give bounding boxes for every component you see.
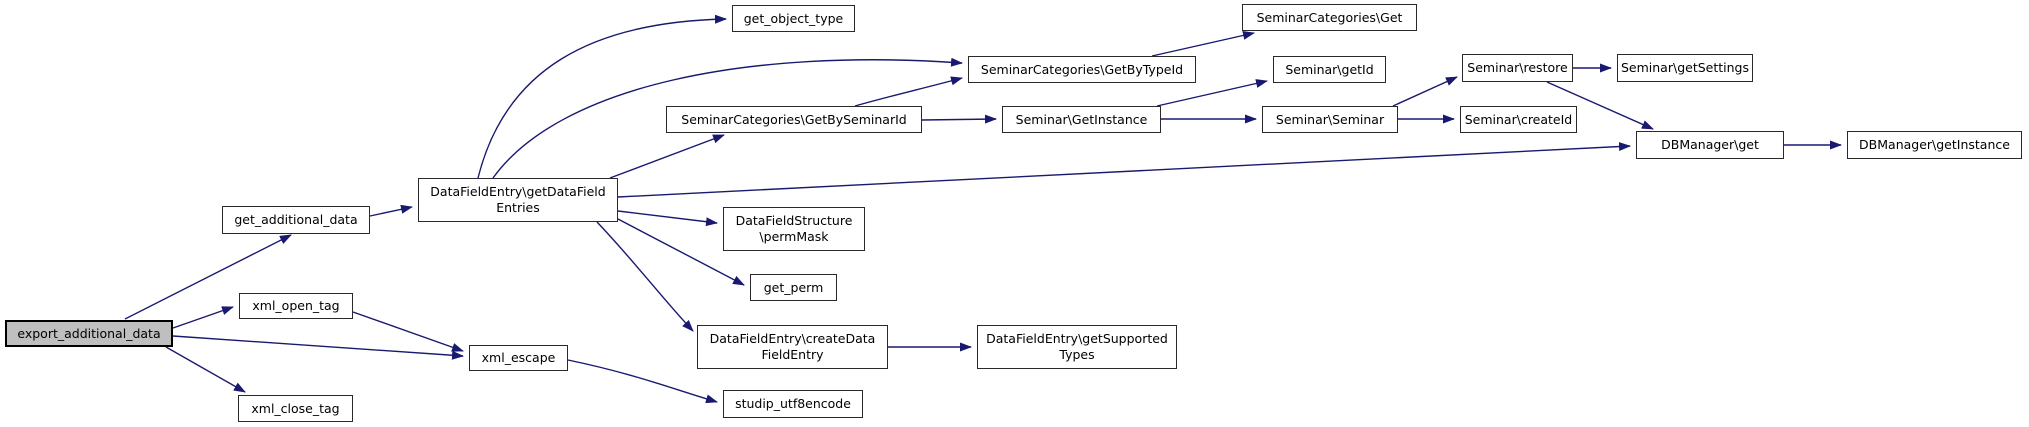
node-label: xml_escape xyxy=(481,350,556,366)
node-xesc[interactable]: xml_escape xyxy=(469,345,568,371)
edge-export-getadd xyxy=(124,234,292,320)
node-label: DataFieldStructure xyxy=(735,213,853,229)
node-sutf[interactable]: studip_utf8encode xyxy=(723,390,863,418)
edge-getadd-gdfe xyxy=(369,204,413,217)
edge-srest-dbget xyxy=(1546,81,1654,130)
node-label: SeminarCategories\Get xyxy=(1256,9,1403,25)
node-label: xml_open_tag xyxy=(252,298,340,314)
node-got[interactable]: get_object_type xyxy=(732,5,855,32)
node-getadd[interactable]: get_additional_data xyxy=(222,206,370,234)
edge-ssem-srest xyxy=(1392,76,1458,107)
node-label: Seminar\getId xyxy=(1285,61,1374,77)
edge-gdfe-gperm xyxy=(617,218,745,286)
node-label: studip_utf8encode xyxy=(735,396,851,412)
node-xclose[interactable]: xml_close_tag xyxy=(238,395,353,422)
node-export: export_additional_data xyxy=(5,320,173,347)
node-gperm[interactable]: get_perm xyxy=(750,274,837,301)
edge-gdfe-got xyxy=(477,14,727,179)
node-label: Types xyxy=(1059,347,1095,362)
node-label: Seminar\GetInstance xyxy=(1015,111,1148,127)
edge-export-xesc xyxy=(172,335,464,360)
node-sgetid[interactable]: Seminar\getId xyxy=(1273,56,1386,83)
node-label: Seminar\createId xyxy=(1464,111,1573,127)
node-perm[interactable]: DataFieldStructure\permMask xyxy=(723,207,865,251)
node-label: Seminar\Seminar xyxy=(1275,111,1385,127)
edge-xesc-sutf xyxy=(567,359,718,404)
node-scrid[interactable]: Seminar\createId xyxy=(1460,106,1577,133)
node-dbget[interactable]: DBManager\get xyxy=(1636,131,1784,159)
node-label: xml_close_tag xyxy=(251,400,340,416)
node-sgi[interactable]: Seminar\GetInstance xyxy=(1002,106,1161,133)
node-xopen[interactable]: xml_open_tag xyxy=(239,293,353,319)
edge-gdfe-gbtid xyxy=(492,57,963,179)
edge-gbsid-gbtid xyxy=(854,76,963,107)
node-dbgi[interactable]: DBManager\getInstance xyxy=(1847,131,2022,159)
node-label: FieldEntry xyxy=(761,347,824,362)
node-label: get_object_type xyxy=(743,10,844,26)
node-label: Entries xyxy=(496,200,540,215)
node-gbsid[interactable]: SeminarCategories\GetBySeminarId xyxy=(666,106,922,133)
node-label: get_perm xyxy=(763,279,824,295)
edge-xopen-xesc xyxy=(352,311,464,352)
node-label: \permMask xyxy=(759,229,829,244)
node-label: DBManager\get xyxy=(1661,137,1759,153)
node-label: Seminar\restore xyxy=(1467,60,1568,76)
edge-gdfe-cdfe xyxy=(596,221,694,332)
node-label: get_additional_data xyxy=(234,212,358,228)
edge-gdfe-perm xyxy=(617,210,718,227)
edge-export-xopen xyxy=(172,306,234,329)
node-label: DataFieldEntry\createData xyxy=(709,331,876,347)
node-gbtid[interactable]: SeminarCategories\GetByTypeId xyxy=(968,56,1196,83)
node-label: DBManager\getInstance xyxy=(1859,137,2010,153)
edge-sgi-sgetid xyxy=(1156,79,1268,107)
edge-gbsid-sgi xyxy=(921,114,997,124)
node-srest[interactable]: Seminar\restore xyxy=(1462,54,1573,82)
node-label: DataFieldEntry\getDataField xyxy=(430,184,606,200)
node-label: SeminarCategories\GetByTypeId xyxy=(980,61,1184,77)
node-label: SeminarCategories\GetBySeminarId xyxy=(681,111,907,127)
node-label: export_additional_data xyxy=(17,325,161,341)
node-label: Seminar\getSettings xyxy=(1620,60,1749,76)
node-ssem[interactable]: Seminar\Seminar xyxy=(1262,106,1398,133)
edge-gbtid-scget xyxy=(1151,31,1255,57)
node-scget[interactable]: SeminarCategories\Get xyxy=(1242,4,1417,31)
node-sgset[interactable]: Seminar\getSettings xyxy=(1617,54,1753,82)
node-label: DataFieldEntry\getSupported xyxy=(986,331,1168,347)
edge-gdfe-dbget xyxy=(617,142,1631,198)
edge-gdfe-gbsid xyxy=(609,134,725,179)
edge-export-xclose xyxy=(165,346,246,393)
